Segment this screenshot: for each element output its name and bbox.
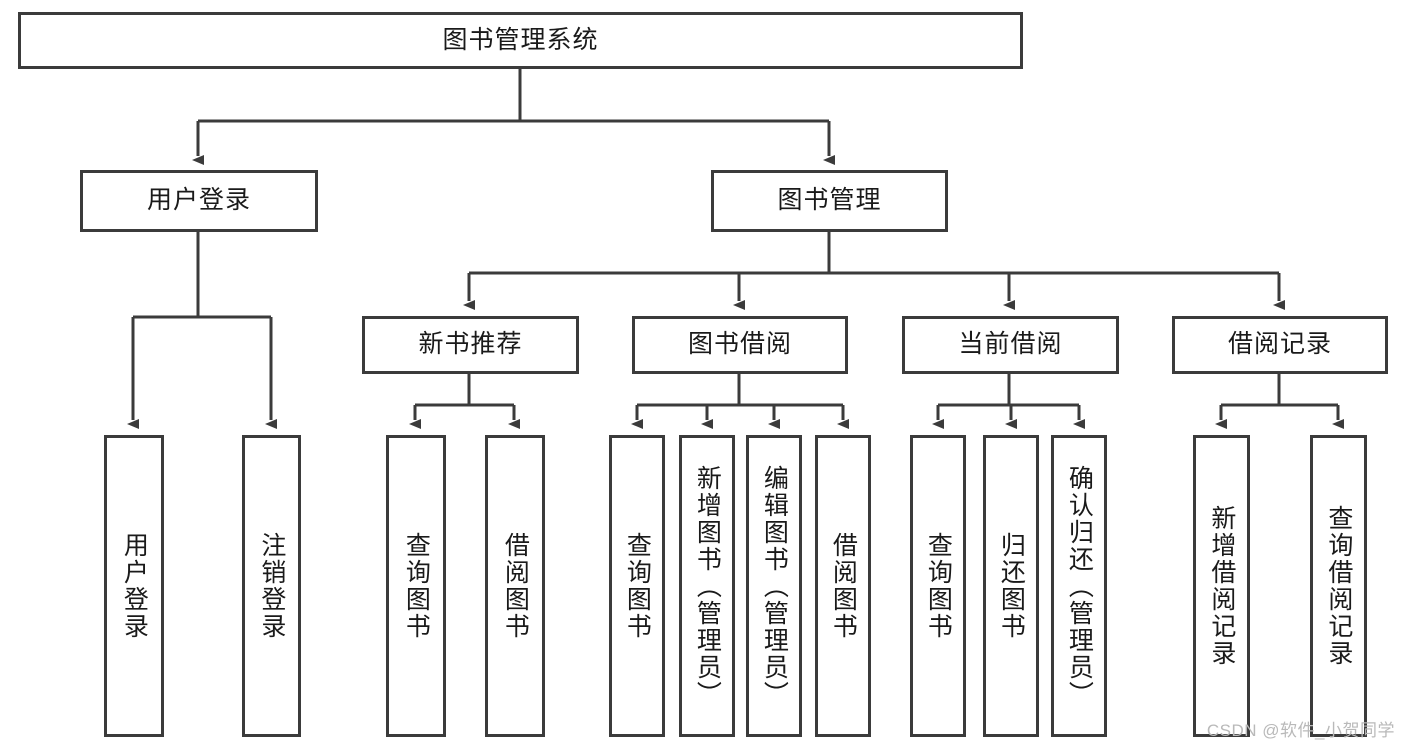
node-leaf-add-record[interactable]: 新增借阅记录 — [1193, 435, 1250, 737]
node-leaf-add-record-label: 新增借阅记录 — [1207, 505, 1236, 667]
node-leaf-query-book-1-label: 查询图书 — [402, 532, 431, 640]
node-book-borrow[interactable]: 图书借阅 — [632, 316, 848, 374]
node-root[interactable]: 图书管理系统 — [18, 12, 1023, 69]
node-user-login[interactable]: 用户登录 — [80, 170, 318, 232]
node-root-label: 图书管理系统 — [442, 25, 599, 54]
node-current-borrow-label: 当前借阅 — [958, 330, 1063, 359]
node-leaf-user-logout-label: 注销登录 — [257, 532, 286, 640]
node-leaf-return-book[interactable]: 归还图书 — [983, 435, 1039, 737]
node-leaf-add-book[interactable]: 新增图书（管理员） — [679, 435, 735, 737]
node-leaf-query-record-label: 查询借阅记录 — [1324, 505, 1353, 667]
node-leaf-borrow-book-2-label: 借阅图书 — [829, 532, 858, 640]
node-new-book-rec[interactable]: 新书推荐 — [362, 316, 579, 374]
node-leaf-confirm-return[interactable]: 确认归还（管理员） — [1051, 435, 1107, 737]
node-book-borrow-label: 图书借阅 — [687, 330, 792, 359]
node-leaf-return-book-label: 归还图书 — [997, 532, 1026, 640]
node-leaf-borrow-book-1[interactable]: 借阅图书 — [485, 435, 545, 737]
node-leaf-edit-book[interactable]: 编辑图书（管理员） — [746, 435, 802, 737]
node-user-login-label: 用户登录 — [146, 186, 251, 215]
node-leaf-borrow-book-1-label: 借阅图书 — [501, 532, 530, 640]
node-borrow-record[interactable]: 借阅记录 — [1172, 316, 1388, 374]
node-leaf-query-book-3[interactable]: 查询图书 — [910, 435, 966, 737]
node-leaf-query-book-1[interactable]: 查询图书 — [386, 435, 446, 737]
node-borrow-record-label: 借阅记录 — [1227, 330, 1332, 359]
node-leaf-user-logout[interactable]: 注销登录 — [242, 435, 301, 737]
node-leaf-borrow-book-2[interactable]: 借阅图书 — [815, 435, 871, 737]
node-leaf-query-record[interactable]: 查询借阅记录 — [1310, 435, 1367, 737]
node-new-book-rec-label: 新书推荐 — [418, 330, 523, 359]
node-leaf-confirm-return-label: 确认归还（管理员） — [1065, 464, 1094, 708]
node-book-manage-label: 图书管理 — [777, 186, 882, 215]
node-leaf-query-book-2-label: 查询图书 — [623, 532, 652, 640]
node-leaf-query-book-2[interactable]: 查询图书 — [609, 435, 665, 737]
node-leaf-user-login-label: 用户登录 — [120, 532, 149, 640]
node-leaf-edit-book-label: 编辑图书（管理员） — [760, 464, 789, 708]
node-leaf-user-login[interactable]: 用户登录 — [104, 435, 164, 737]
node-current-borrow[interactable]: 当前借阅 — [902, 316, 1119, 374]
node-leaf-query-book-3-label: 查询图书 — [924, 532, 953, 640]
node-leaf-add-book-label: 新增图书（管理员） — [693, 464, 722, 708]
node-book-manage[interactable]: 图书管理 — [711, 170, 948, 232]
